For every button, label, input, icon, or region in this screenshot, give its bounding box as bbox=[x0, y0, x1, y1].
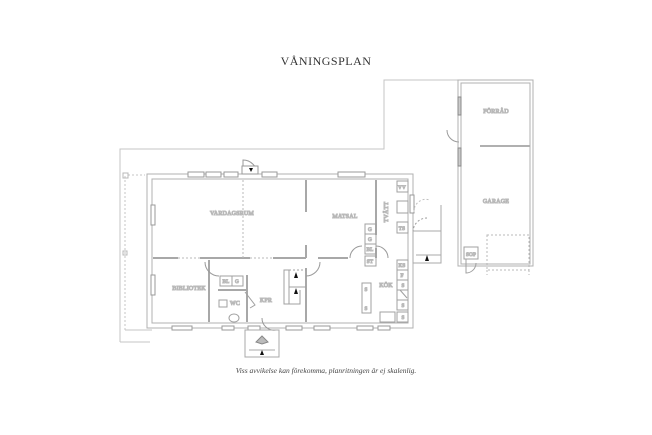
sop-box bbox=[463, 246, 479, 260]
plot-outline bbox=[119, 79, 460, 343]
room-label-forrad: FÖRRÅD bbox=[483, 107, 509, 115]
room-label-sop: SOP bbox=[466, 252, 476, 258]
fixture-s2: S bbox=[401, 303, 404, 309]
room-label-bibliotek: BIBLIOTEK bbox=[172, 286, 206, 292]
post bbox=[122, 172, 129, 179]
room-label-vardagsrum: VARDAGSRUM bbox=[210, 211, 254, 217]
fixture-f: F bbox=[400, 273, 403, 279]
entry-arrow-icon bbox=[249, 168, 253, 172]
room-label-wc: WC bbox=[230, 301, 240, 307]
fixture-vv: VV bbox=[398, 185, 406, 191]
disclaimer-caption: Viss avvikelse kan förekomma, planritnin… bbox=[235, 366, 417, 375]
fixture-g2: G bbox=[368, 237, 372, 243]
page-title: VÅNINGSPLAN bbox=[280, 54, 372, 68]
fixture-boxes bbox=[219, 180, 409, 323]
post bbox=[122, 250, 128, 256]
garage-door-outline bbox=[486, 234, 530, 271]
stairs bbox=[283, 269, 306, 305]
fixture-s4: S bbox=[364, 287, 367, 293]
wc-fixtures bbox=[218, 291, 256, 323]
room-label-tvatt: TVÄTT bbox=[383, 202, 390, 223]
entry-arrow-icon bbox=[425, 255, 429, 261]
entry-door-top bbox=[241, 159, 259, 175]
fixture-bl1: BL bbox=[366, 247, 373, 253]
room-label-matsal: MATSAL bbox=[332, 214, 357, 220]
room-label-kok: KÖK bbox=[379, 282, 393, 289]
entry-arrow-icon bbox=[260, 350, 264, 355]
arrow-icon bbox=[294, 272, 298, 278]
fixture-ks: KS bbox=[398, 263, 405, 269]
fixture-s1: S bbox=[401, 283, 404, 289]
side-entry bbox=[412, 205, 442, 264]
room-label-kpr: KPR bbox=[260, 298, 272, 304]
garage-windows bbox=[457, 96, 462, 167]
windows bbox=[150, 171, 415, 331]
fixture-s5: S bbox=[364, 306, 367, 312]
garage-walls bbox=[457, 79, 534, 267]
fixture-s3: S bbox=[401, 315, 404, 321]
fixture-ts: TS bbox=[399, 226, 405, 232]
lamp-icon bbox=[255, 335, 269, 345]
arrow-icon bbox=[294, 288, 298, 294]
fixture-g3: G bbox=[235, 279, 239, 285]
veranda-dotted bbox=[124, 174, 145, 330]
fixture-bl2: BL bbox=[222, 279, 229, 285]
room-label-garage: GARAGE bbox=[483, 199, 509, 205]
fixture-g1: G bbox=[368, 227, 372, 233]
fixture-st: ST bbox=[367, 259, 374, 265]
